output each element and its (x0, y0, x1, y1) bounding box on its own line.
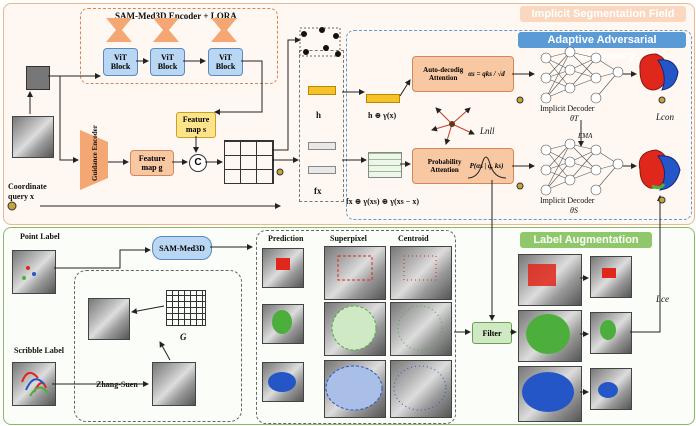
vit-block-2: ViT Block (150, 48, 185, 76)
encoder-title: SAM-Med3D Encoder + LORA (115, 11, 237, 21)
vit-block-3: ViT Block (208, 48, 243, 76)
segmentation-outputs (638, 53, 681, 191)
label-augmentation-title: Label Augmentation (520, 232, 652, 248)
input-cube (26, 66, 50, 90)
fx-pe-bar (368, 152, 402, 178)
query-markers (7, 96, 666, 211)
fx-formula: fx ⊕ γ(xs) ⊕ γ(xs − x) (346, 197, 419, 206)
attention-star (431, 107, 475, 145)
encoder-group (80, 8, 278, 84)
feature-map-g: Feature map g (130, 150, 174, 176)
h-pe-bar (366, 94, 400, 103)
theta-s-label: θS (570, 206, 578, 215)
centroid-red (390, 246, 452, 300)
l-con-label: Lcon (656, 112, 674, 122)
l-ce-label: Lce (656, 294, 669, 304)
point-label-title: Point Label (20, 232, 60, 241)
col-centroid: Centroid (398, 234, 429, 243)
implicit-segmentation-title: Implicit Segmentation Field (520, 6, 686, 22)
scribble-label-title: Scribble Label (14, 346, 65, 355)
auto-decoding-attention: Auto-decodig Attention αs = qks / √d (412, 56, 514, 92)
fx-label: fx (314, 186, 322, 196)
feature-map-s: Feature map s (176, 112, 216, 138)
sam-med3d-box: SAM-Med3D (152, 236, 212, 260)
centroid-blue (390, 360, 452, 418)
h-bar (308, 86, 336, 95)
col-prediction: Prediction (268, 234, 304, 243)
aac-title: Adaptive Adversarial Consistency (518, 32, 686, 62)
concat-operator: C (189, 154, 207, 172)
aac-group (346, 30, 692, 220)
g-grid (166, 290, 206, 326)
h-formula: h ⊕ γ(x) (368, 111, 397, 120)
ema-label: EMA (578, 132, 593, 140)
fx-bars (308, 142, 336, 150)
feature-sampling-group (299, 50, 344, 202)
lora-adapters (106, 18, 237, 42)
superpixel-red (324, 246, 386, 300)
h-label: h (316, 110, 322, 120)
centroid-green (390, 302, 452, 356)
filter-box: Filter (472, 322, 512, 344)
guidance-dashed-group (74, 270, 242, 422)
mask-overlays (21, 255, 618, 412)
fx-bars-2 (308, 166, 336, 174)
skeleton-image (152, 362, 196, 406)
g-label: G (180, 332, 187, 342)
feature-grid (224, 140, 274, 184)
sample-points-cube (299, 27, 341, 57)
decoder-bottom-label: Implicit Decoder (540, 196, 595, 205)
ct-input-image (12, 116, 54, 158)
l-nll-label: Lnll (480, 126, 495, 136)
prediction-dashed-group (256, 230, 456, 424)
coordinate-query-label: Coordinate query x (8, 182, 47, 201)
col-superpixel: Superpixel (330, 234, 367, 243)
gaussian-curve (467, 156, 507, 179)
vit-block-1: ViT Block (103, 48, 138, 76)
decoder-networks (540, 46, 624, 196)
guidance-cube-image (88, 298, 130, 340)
decoder-top-label: Implicit Decoder (540, 104, 595, 113)
theta-t-label: θT (570, 114, 579, 123)
